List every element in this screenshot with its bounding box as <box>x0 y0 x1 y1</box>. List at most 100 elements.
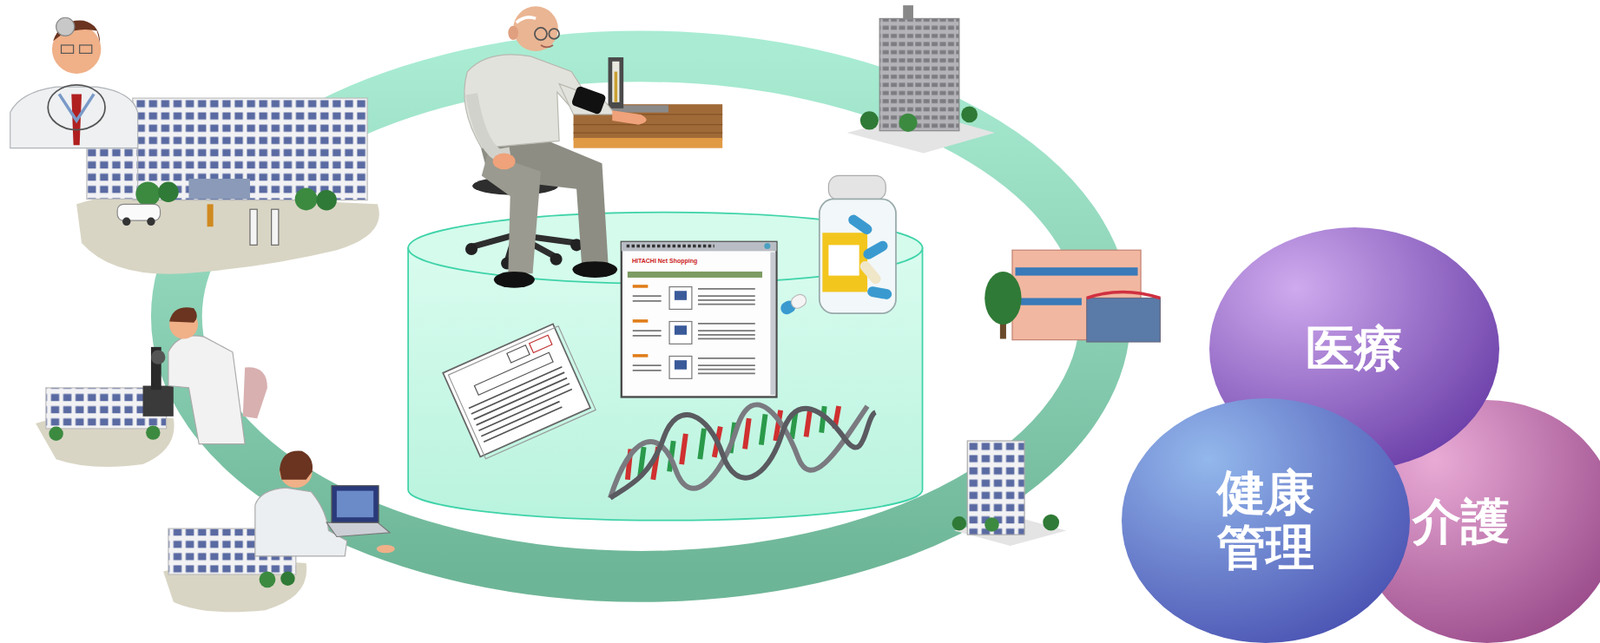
hospital-scene-part <box>86 143 139 200</box>
elderly-man-part <box>516 17 536 23</box>
city-buildings-part <box>952 516 967 531</box>
city-buildings-part <box>1086 291 1161 298</box>
office-scene-part <box>336 491 374 519</box>
blood-pressure-table-part <box>573 114 724 133</box>
node-label: 医療 <box>1305 322 1403 377</box>
office-scene-part <box>331 486 379 523</box>
hospital-scene-part <box>207 204 214 227</box>
web-shopping-window <box>621 242 777 398</box>
document-paper <box>442 322 596 461</box>
hospital-scene-part <box>146 217 155 226</box>
elderly-man-part <box>559 84 616 115</box>
elderly-man-part <box>540 45 554 47</box>
hospital-scene-part <box>47 85 106 131</box>
web-shopping-window-part <box>626 244 715 249</box>
platform-cylinder <box>408 212 922 521</box>
web-shopping-window-part-part <box>632 289 756 305</box>
web-shopping-window-part-part <box>632 284 649 289</box>
medicine-bottle-part <box>861 238 889 261</box>
web-shopping-window-part <box>621 242 777 252</box>
city-buildings-part <box>967 441 1025 535</box>
city-buildings <box>847 5 1161 547</box>
city-buildings-part <box>1020 297 1082 305</box>
hospital-scene-part <box>61 45 74 53</box>
elderly-man-part <box>493 271 535 289</box>
laboratory-scene-part <box>151 349 165 364</box>
elderly-man-part <box>612 110 646 125</box>
circle-fill <box>1356 400 1600 643</box>
web-shopping-window-part <box>770 252 776 396</box>
web-shopping-window-part-part <box>669 287 692 310</box>
elderly-man-part <box>572 261 618 278</box>
city-buildings-part <box>1042 514 1060 532</box>
node-label: 健康 管理 <box>1210 466 1323 575</box>
hospital-scene-part <box>117 204 160 221</box>
laboratory-scene-part <box>48 427 63 442</box>
laboratory-scene-part <box>168 335 245 445</box>
web-shopping-window-part <box>627 271 763 278</box>
city-buildings-part <box>1086 297 1161 343</box>
web-shopping-window-part-part <box>674 290 687 301</box>
web-shopping-window-part-part <box>632 323 756 340</box>
blood-pressure-table-part <box>612 61 619 103</box>
dna-helix-part <box>610 408 876 499</box>
elderly-man-part <box>571 85 607 115</box>
office-scene-part <box>280 571 295 586</box>
city-buildings-part <box>961 105 978 123</box>
web-shopping-window-part <box>632 284 756 310</box>
blood-pressure-table-part <box>614 72 619 103</box>
hospital-scene-part <box>56 17 75 36</box>
medicine-bottle-part-part <box>789 292 809 311</box>
hospital-scene-part <box>158 181 179 203</box>
web-shopping-window-part <box>763 243 771 250</box>
city-buildings-part <box>984 271 1021 325</box>
city-buildings-part <box>860 111 879 130</box>
city-buildings-part <box>899 113 918 132</box>
laboratory-scene-part <box>143 386 174 417</box>
elderly-man-part <box>479 138 608 264</box>
medicine-bottle <box>778 175 896 317</box>
document-paper-part <box>447 326 596 460</box>
city-buildings-part <box>984 517 999 532</box>
elderly-man-part <box>550 253 563 266</box>
city-buildings-part <box>902 5 914 20</box>
office-scene-part <box>326 522 390 537</box>
elderly-man-part <box>548 28 560 40</box>
city-buildings-part <box>879 18 960 131</box>
node-label: 介護 <box>1412 494 1510 550</box>
elderly-man-part <box>507 26 519 40</box>
elderly-man-part <box>471 93 511 156</box>
elderly-man-part <box>493 153 516 171</box>
circle-node: 健康 管理 <box>1121 398 1410 643</box>
web-shopping-window-part <box>632 354 756 379</box>
hospital-scene-part <box>10 86 139 149</box>
medicine-bottle-part <box>866 285 893 300</box>
hospital-scene-part <box>79 45 93 53</box>
medicine-bottle-part <box>828 175 886 200</box>
hospital-scene-part <box>271 209 279 245</box>
dna-helix <box>610 404 876 498</box>
elderly-man-part <box>465 243 478 256</box>
hospital-scene-part <box>316 190 337 211</box>
medicine-bottle-part <box>819 198 896 314</box>
medicine-bottle-part <box>822 232 868 292</box>
laboratory-scene-part <box>169 307 198 323</box>
elderly-man-part <box>481 153 541 275</box>
document-paper-part <box>468 367 578 442</box>
medicine-bottle-part <box>778 292 810 317</box>
hospital-scene-part <box>122 217 131 226</box>
web-shopping-window-part <box>621 242 777 398</box>
laboratory-scene-part <box>243 367 268 419</box>
web-shopping-window-part-part <box>669 322 692 345</box>
web-shopping-window-part-part <box>632 319 649 323</box>
office-scene-part <box>376 545 396 554</box>
hospital-scene-part <box>135 181 160 206</box>
blood-pressure-table-part <box>608 57 625 109</box>
hospital-scene-part <box>250 209 257 245</box>
city-buildings-part <box>1015 267 1139 276</box>
blood-pressure-table-part <box>573 138 724 149</box>
web-shopping-window-part-part <box>632 358 756 375</box>
web-shopping-window-part-part <box>674 325 687 336</box>
web-shopping-window-part-part <box>632 354 649 358</box>
